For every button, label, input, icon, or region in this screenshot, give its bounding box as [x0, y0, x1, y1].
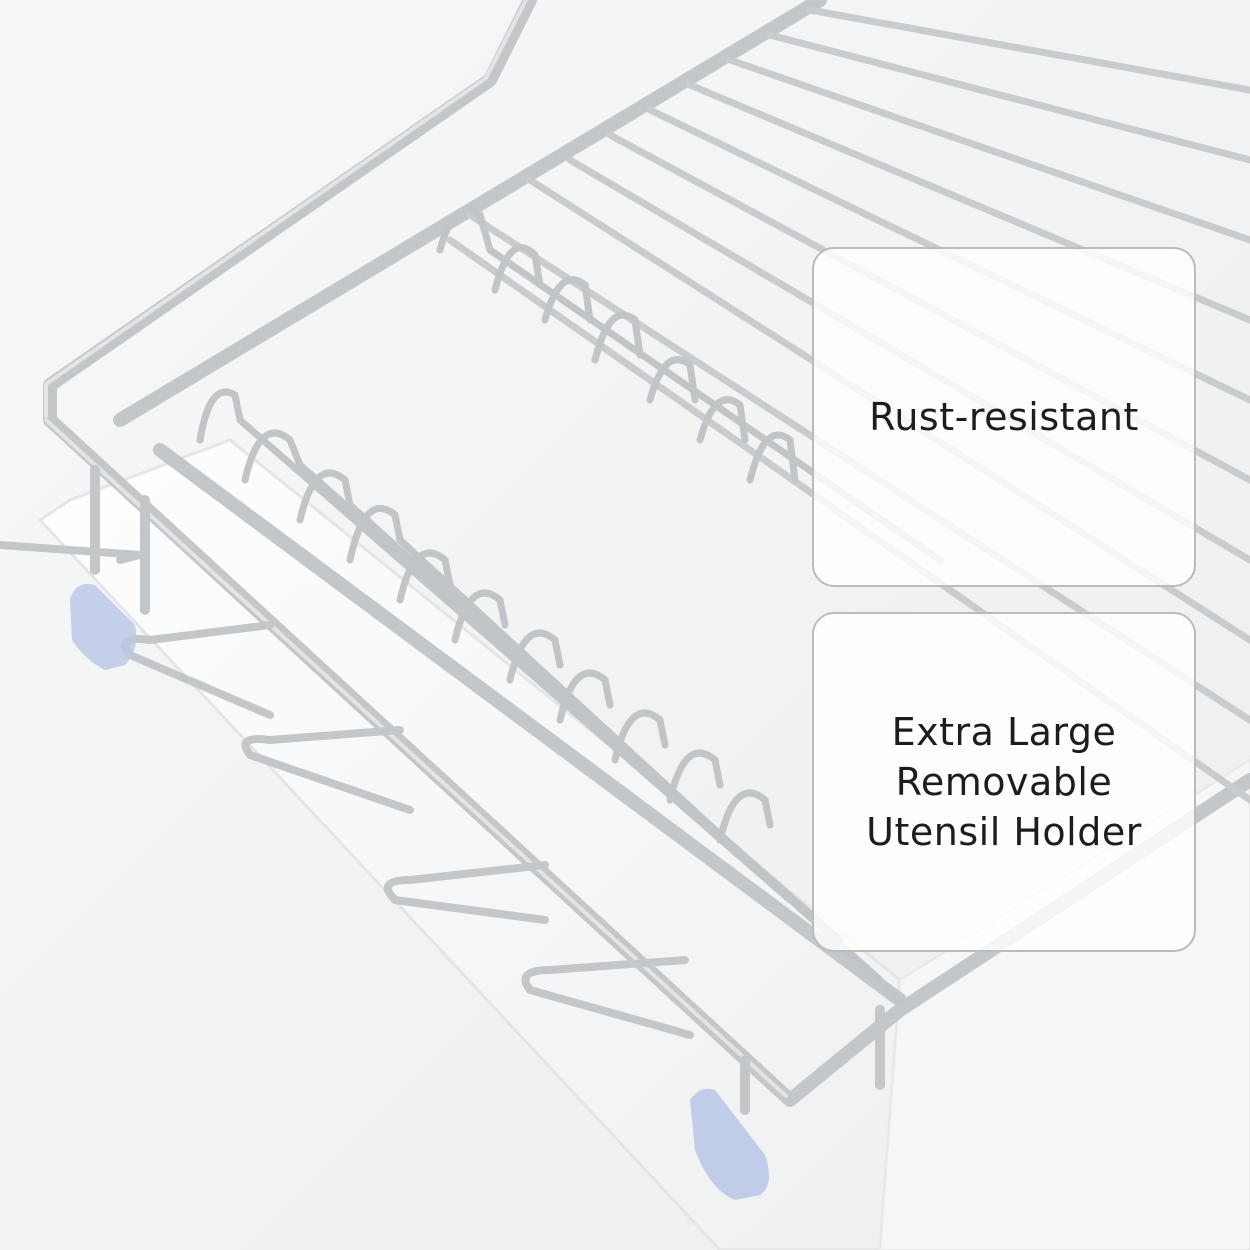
feature-card-utensil-holder: Extra Large Removable Utensil Holder — [812, 612, 1196, 952]
rack-feet — [70, 584, 769, 1200]
feature-card-rust-resistant: Rust-resistant — [812, 247, 1196, 587]
feature-label-utensil-holder: Extra Large Removable Utensil Holder — [866, 710, 1142, 854]
rack-legs — [90, 465, 885, 1115]
feature-label-rust-resistant: Rust-resistant — [869, 395, 1139, 439]
plate-prongs — [196, 206, 944, 1004]
